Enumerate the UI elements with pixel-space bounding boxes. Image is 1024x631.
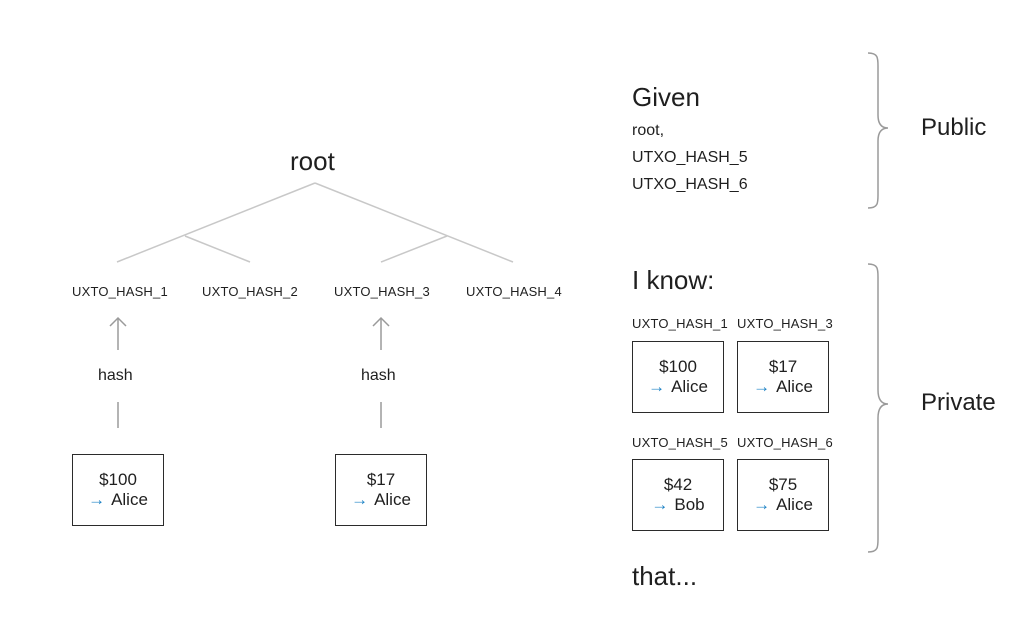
card-owner-row: → Alice — [753, 495, 813, 515]
private-label: Private — [921, 389, 996, 416]
leaf-label-hash-1: UXTO_HASH_1 — [72, 284, 168, 299]
know-heading: I know: — [632, 265, 715, 295]
hash-label-3: hash — [361, 367, 396, 384]
known-utxo-card-5: $42 → Bob — [632, 459, 724, 531]
hash-arrows — [109, 316, 390, 428]
right-arrow-icon: → — [88, 490, 106, 509]
card-hash-label: UXTO_HASH_6 — [737, 435, 833, 450]
utxo-amount: $17 — [366, 470, 396, 489]
leaf-label-hash-4: UXTO_HASH_4 — [466, 284, 562, 299]
private-brace-icon — [867, 263, 889, 553]
right-arrow-icon: → — [651, 495, 669, 514]
tree-root-label: root — [290, 146, 335, 176]
known-utxo-card-6: $75 → Alice — [737, 459, 829, 531]
known-utxo-card-1: $100 → Alice — [632, 341, 724, 413]
up-arrow-icon — [372, 316, 390, 327]
given-item-root: root, — [632, 122, 665, 139]
up-arrow-icon — [109, 316, 127, 327]
card-owner: Bob — [674, 495, 705, 514]
given-item-hash-5: UTXO_HASH_5 — [632, 149, 748, 166]
hash-label-1: hash — [98, 367, 133, 384]
edge-root-right — [314, 182, 514, 263]
card-owner: Alice — [776, 377, 813, 396]
card-owner-row: → Alice — [753, 377, 813, 397]
card-owner-row: → Bob — [651, 495, 704, 515]
card-hash-label: UXTO_HASH_5 — [632, 435, 728, 450]
right-arrow-icon: → — [648, 377, 666, 396]
right-arrow-icon: → — [753, 377, 771, 396]
card-owner-row: → Alice — [648, 377, 708, 397]
right-arrow-icon: → — [753, 495, 771, 514]
given-heading: Given — [632, 82, 700, 112]
card-amount: $42 — [663, 475, 693, 494]
public-label: Public — [921, 114, 987, 141]
utxo-owner: Alice — [111, 490, 148, 509]
leaf-label-hash-2: UXTO_HASH_2 — [202, 284, 298, 299]
given-item-hash-6: UTXO_HASH_6 — [632, 176, 748, 193]
leaf-label-hash-3: UXTO_HASH_3 — [334, 284, 430, 299]
card-amount: $75 — [768, 475, 798, 494]
card-owner: Alice — [776, 495, 813, 514]
known-utxo-card-3: $17 → Alice — [737, 341, 829, 413]
edge-node-hash2 — [184, 235, 251, 263]
card-amount: $17 — [768, 357, 798, 376]
edge-root-left — [116, 182, 316, 263]
public-brace-icon — [867, 52, 889, 209]
know-footer: that... — [632, 561, 698, 591]
braces — [867, 52, 889, 553]
utxo-box-3: $17 → Alice — [335, 454, 427, 526]
utxo-owner-row: → Alice — [351, 490, 411, 510]
card-hash-label: UXTO_HASH_3 — [737, 316, 833, 331]
utxo-owner-row: → Alice — [88, 490, 148, 510]
tree-edges — [116, 182, 514, 263]
utxo-owner: Alice — [374, 490, 411, 509]
card-amount: $100 — [659, 357, 697, 376]
utxo-amount: $100 — [99, 470, 137, 489]
utxo-box-1: $100 → Alice — [72, 454, 164, 526]
card-owner: Alice — [671, 377, 708, 396]
edge-node-hash3 — [380, 235, 448, 263]
card-hash-label: UXTO_HASH_1 — [632, 316, 728, 331]
right-arrow-icon: → — [351, 490, 369, 509]
